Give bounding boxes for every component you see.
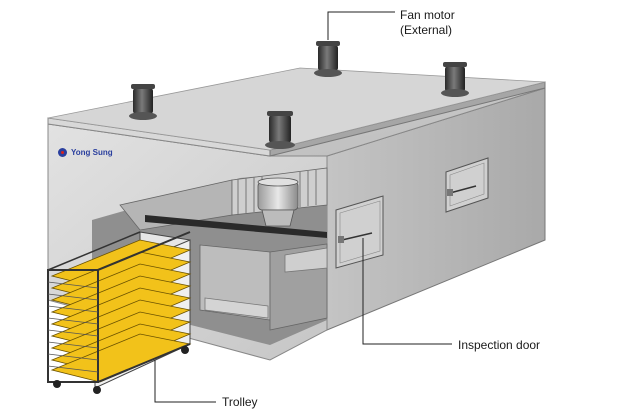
fan-motor-label: Fan motor (External) [400,8,455,38]
trolley [47,231,192,394]
fan-motor-label-line1: Fan motor [400,8,455,22]
internal-fan-icon [257,177,299,227]
trolley-label: Trolley [222,395,258,409]
inspection-door-icon-2 [445,157,489,213]
brand-logo: Yong Sung [58,148,113,157]
callout-lines [154,11,452,403]
fan-motor-icon-1 [129,84,157,120]
fan-motor-label-line2: (External) [400,23,453,37]
brand-name: Yong Sung [71,148,113,157]
fan-motor-icon-2 [265,111,295,149]
inspection-door-icon-1 [335,195,384,269]
trolley-trays [50,239,192,383]
brand-logo-icon [58,148,67,157]
trolley-wheels [53,346,189,394]
fan-motor-icon-3 [314,41,342,77]
fan-motor-icon-4 [441,62,469,97]
inspection-door-label: Inspection door [458,338,541,352]
